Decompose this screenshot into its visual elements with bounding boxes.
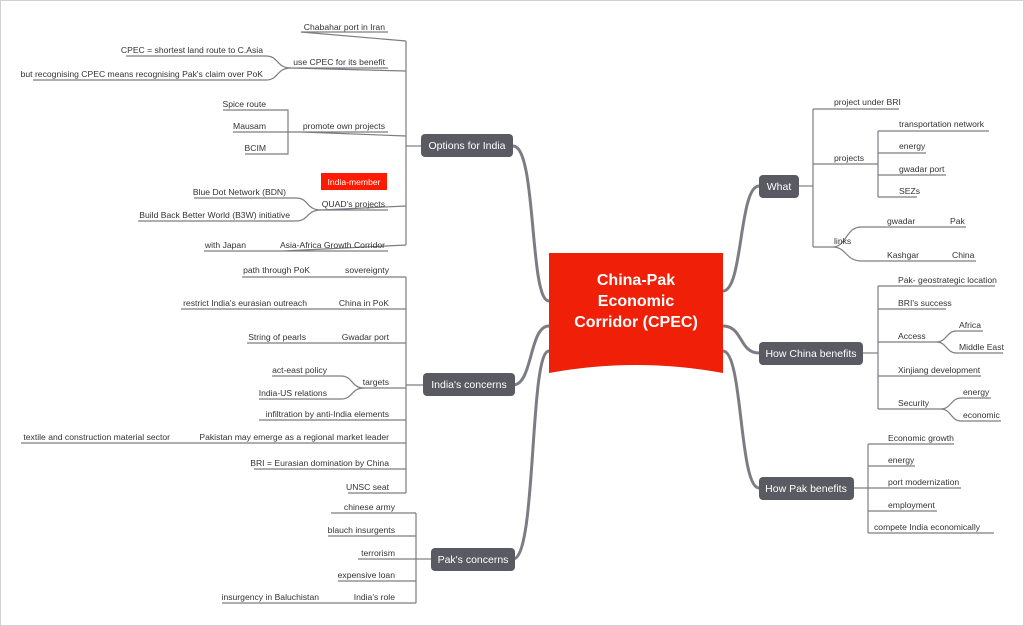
center-node[interactable]: China-Pak Economic Corridor (CPEC): [549, 253, 723, 373]
center-title-line-3: Corridor (CPEC): [574, 314, 698, 331]
node-security[interactable]: Security: [898, 398, 930, 408]
node-sezs[interactable]: SEZs: [899, 186, 920, 196]
node-china[interactable]: China: [952, 250, 975, 260]
node-with-japan[interactable]: with Japan: [204, 240, 246, 250]
node-india-role[interactable]: India's role: [354, 592, 396, 602]
node-africa[interactable]: Africa: [959, 320, 981, 330]
node-promote[interactable]: promote own projects: [303, 121, 385, 131]
branch-options-for-india[interactable]: Options for India: [421, 134, 513, 157]
node-china-pok[interactable]: China in PoK: [339, 298, 389, 308]
node-security-economic[interactable]: economic: [963, 410, 1000, 420]
center-title-line-1: China-Pak: [597, 272, 675, 289]
node-access[interactable]: Access: [898, 331, 926, 341]
node-string-of-pearls[interactable]: String of pearls: [248, 332, 306, 342]
branch-label: What: [767, 181, 792, 193]
node-cpec-shortest[interactable]: CPEC = shortest land route to C.Asia: [121, 45, 263, 55]
node-gwadar[interactable]: gwadar: [887, 216, 915, 226]
branch-label: Options for India: [428, 140, 505, 152]
node-recognising[interactable]: but recognising CPEC means recognising P…: [21, 69, 264, 79]
node-unsc[interactable]: UNSC seat: [346, 482, 390, 492]
node-bri-success[interactable]: BRI's success: [898, 298, 952, 308]
node-expensive-loan[interactable]: expensive loan: [338, 570, 396, 580]
node-infiltration[interactable]: infiltration by anti-India elements: [266, 409, 389, 419]
node-pak-energy[interactable]: energy: [888, 455, 915, 465]
node-middle-east[interactable]: Middle East: [959, 342, 1005, 352]
node-bdn[interactable]: Blue Dot Network (BDN): [193, 187, 286, 197]
node-kashgar[interactable]: Kashgar: [887, 250, 919, 260]
node-use-cpec[interactable]: use CPEC for its benefit: [293, 57, 385, 67]
node-gwadar-port[interactable]: Gwadar port: [342, 332, 390, 342]
center-title-line-2: Economic: [598, 293, 675, 310]
node-terrorism[interactable]: terrorism: [361, 548, 395, 558]
node-mausam[interactable]: Mausam: [233, 121, 266, 131]
tag-india-member: India-member: [321, 173, 387, 190]
node-employment[interactable]: employment: [888, 500, 935, 510]
node-aagc[interactable]: Asia-Africa Growth Corridor: [280, 240, 385, 250]
branch-how-pak-benefits[interactable]: How Pak benefits: [759, 477, 854, 500]
node-energy[interactable]: energy: [899, 141, 926, 151]
branch-indias-concerns[interactable]: India's concerns: [423, 373, 515, 396]
node-path-pok[interactable]: path through PoK: [243, 265, 310, 275]
tag-label: India-member: [327, 177, 380, 187]
node-chabahar[interactable]: Chabahar port in Iran: [304, 22, 385, 32]
node-act-east[interactable]: act-east policy: [272, 365, 328, 375]
node-port-modernization[interactable]: port modernization: [888, 477, 959, 487]
node-security-energy[interactable]: energy: [963, 387, 990, 397]
branch-label: How Pak benefits: [765, 483, 847, 495]
node-projects[interactable]: projects: [834, 153, 864, 163]
node-baluchistan[interactable]: insurgency in Baluchistan: [222, 592, 320, 602]
node-pak[interactable]: Pak: [950, 216, 966, 226]
node-b3w[interactable]: Build Back Better World (B3W) initiative: [139, 210, 290, 220]
branch-label: Pak's concerns: [438, 554, 509, 566]
branch-what[interactable]: What: [759, 175, 799, 198]
node-compete[interactable]: compete India economically: [874, 522, 981, 532]
node-blauch[interactable]: blauch insurgents: [328, 525, 395, 535]
branch-how-china-benefits[interactable]: How China benefits: [759, 342, 863, 365]
node-links[interactable]: links: [834, 236, 851, 246]
node-economic-growth[interactable]: Economic growth: [888, 433, 954, 443]
branch-paks-concerns[interactable]: Pak's concerns: [431, 548, 515, 571]
node-chinese-army[interactable]: chinese army: [344, 502, 396, 512]
node-sovereignty[interactable]: sovereignty: [345, 265, 390, 275]
branch-label: India's concerns: [431, 379, 507, 391]
node-quad[interactable]: QUAD's projects: [322, 199, 385, 209]
node-india-us[interactable]: India-US relations: [259, 388, 327, 398]
node-geostrategic[interactable]: Pak- geostrategic location: [898, 275, 997, 285]
branch-label: How China benefits: [765, 348, 856, 360]
node-bcim[interactable]: BCIM: [245, 143, 266, 153]
node-targets[interactable]: targets: [363, 377, 389, 387]
node-gwadar-port-what[interactable]: gwadar port: [899, 164, 945, 174]
node-project-under-bri[interactable]: project under BRI: [834, 97, 901, 107]
node-spice-route[interactable]: Spice route: [223, 99, 267, 109]
node-transportation[interactable]: transportation network: [899, 119, 985, 129]
connector-lines: [21, 31, 1003, 604]
node-textile[interactable]: textile and construction material sector: [23, 432, 170, 442]
node-market-leader[interactable]: Pakistan may emerge as a regional market…: [199, 432, 389, 442]
node-restrict[interactable]: restrict India's eurasian outreach: [183, 298, 307, 308]
node-xinjiang[interactable]: Xinjiang development: [898, 365, 981, 375]
node-bri-eurasian[interactable]: BRI = Eurasian domination by China: [250, 458, 389, 468]
